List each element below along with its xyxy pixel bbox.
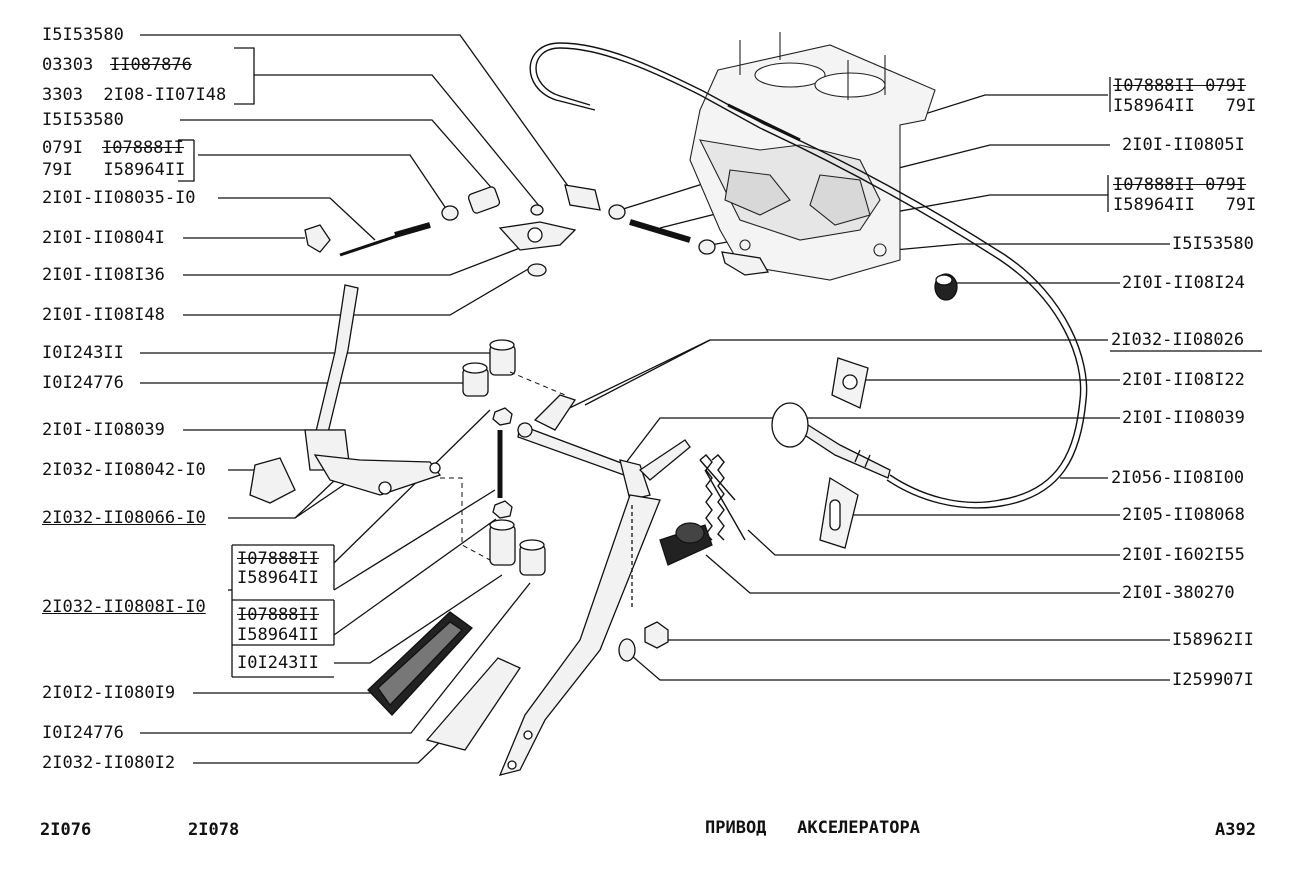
grommet (934, 273, 958, 301)
part-label: I07888II 079I (1113, 76, 1247, 96)
part-label: 2I032-II08066-I0 (42, 508, 206, 528)
part-label: I0I243II (42, 343, 124, 363)
rubber-boot (659, 522, 713, 566)
part-label: 2I0I-380270 (1122, 583, 1235, 603)
part-label: I58964II (237, 625, 319, 645)
part-label: 2I0I-II08I36 (42, 265, 165, 285)
part-label: I5I53580 (42, 25, 124, 45)
part-label: I07888II (237, 605, 319, 625)
part-label: 79I I58964II (42, 160, 186, 180)
part-label: I58964II 79I (1113, 195, 1257, 215)
part-label: 2I0I-II0804I (42, 228, 165, 248)
carburetor (689, 32, 936, 281)
leader-lines-right (554, 94, 1170, 681)
part-label: 2I0I-I602I55 (1122, 545, 1245, 565)
part-label: 2I0I-II08035-I0 (42, 188, 196, 208)
part-label: I07888II (102, 138, 184, 158)
part-label: I5I53580 (42, 110, 124, 130)
sheet-code: A392 (1215, 820, 1256, 840)
accelerator-cable (529, 42, 1088, 509)
part-label: 2I0I-II08039 (1122, 408, 1245, 428)
part-label: 2I056-II08I00 (1111, 468, 1245, 488)
part-label: 079I (42, 138, 83, 158)
centre-stud-bushings (462, 339, 546, 576)
upper-linkage (304, 184, 770, 277)
part-label: 2I032-II080I2 (42, 753, 176, 773)
part-label: 2I032-II0808I-I0 (42, 597, 206, 617)
pedal-pad (367, 611, 521, 751)
return-spring (699, 454, 746, 541)
part-label: I58964II 79I (1113, 96, 1257, 116)
part-label: 03303 (42, 55, 94, 75)
part-label: 2I0I-II08039 (42, 420, 165, 440)
part-label: I0I24776 (42, 723, 124, 743)
leader-lines-left (140, 34, 569, 764)
part-label: 2I05-II08068 (1122, 505, 1245, 525)
part-label: I58964II (237, 568, 319, 588)
part-label: 2I0I-II08I24 (1122, 273, 1245, 293)
cable-bracket (819, 357, 869, 549)
part-label: I0I24776 (42, 373, 124, 393)
part-label: 3303 2I08-II07I48 (42, 85, 227, 105)
pedal-lever (249, 284, 442, 504)
throttle-shaft (498, 394, 691, 776)
part-label: I07888II 079I (1113, 175, 1247, 195)
diagram-title: ПРИВОД АКСЕЛЕРАТОРА (705, 818, 920, 838)
part-label: I07888II (237, 549, 319, 569)
part-label: II087876 (110, 55, 192, 75)
model-code-a: 2I076 (40, 820, 92, 840)
part-label: I0I243II (237, 653, 319, 673)
part-label: 2I0I-II08I48 (42, 305, 165, 325)
part-label: 2I0I-II08I22 (1122, 370, 1245, 390)
part-label: I259907I (1172, 670, 1254, 690)
part-label: I58962II (1172, 630, 1254, 650)
cable-end-fitting (771, 402, 891, 479)
nut-and-washer (618, 505, 669, 662)
part-label: I5I53580 (1172, 234, 1254, 254)
part-label: 2I0I2-II080I9 (42, 683, 176, 703)
bracket-top-left (234, 47, 255, 105)
part-label: 2I032-II08026 (1111, 330, 1245, 350)
model-code-b: 2I078 (188, 820, 240, 840)
part-label: 2I0I-II0805I (1122, 135, 1245, 155)
part-label: 2I032-II08042-I0 (42, 460, 206, 480)
